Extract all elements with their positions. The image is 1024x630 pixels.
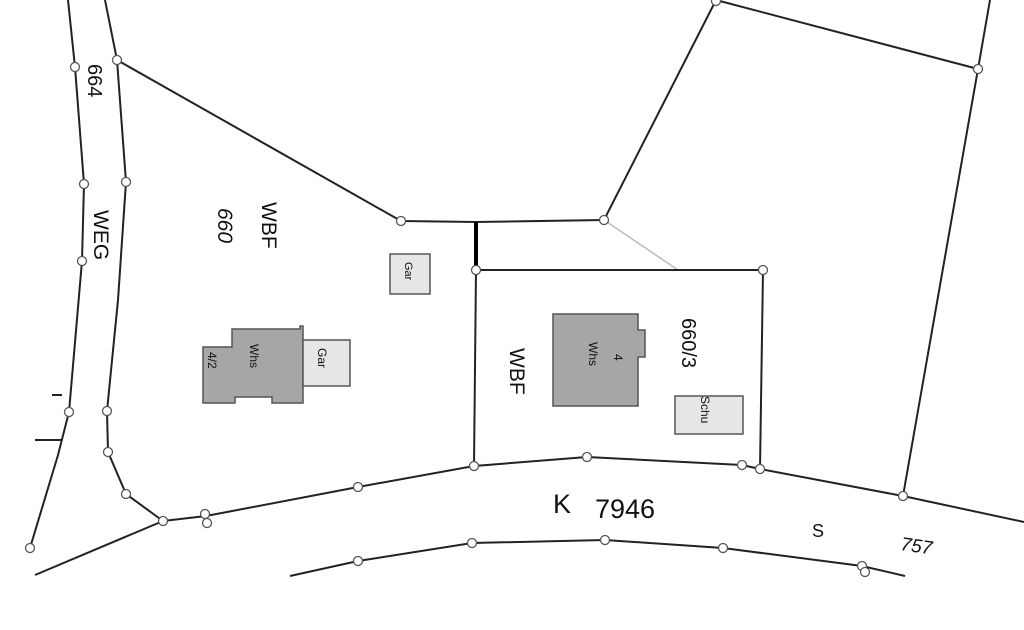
parcel-6603-use-label: WBF [505,348,528,395]
parcel-757-label: 757 [899,534,935,559]
road-south-edge [289,538,906,577]
way-number-label: 664 [83,64,105,97]
way-left-edge [29,0,86,549]
house-1-number-label: 4/2 [205,352,219,369]
parcel-6603-number-label: 660/3 [677,318,699,368]
buildings [202,253,744,435]
garage-2-label: Gar [315,348,329,368]
labels: 664 WEG WBF 660 Gar Whs 4/2 Gar WBF 4 Wh… [83,64,935,560]
boundary-points [24,0,984,578]
shed [674,395,744,435]
way-label: WEG [89,210,112,260]
road-corner-line [34,520,164,576]
house-2-number-label: 4 [611,354,625,361]
auxiliary-line [603,219,679,271]
northeast-boundary [715,0,979,70]
parcel-660-number-label: 660 [213,208,236,243]
garage-1-label: Gar [402,262,414,281]
road-prefix-label: K [553,489,571,519]
road-north-edge-west [162,465,475,522]
boundary-lines [29,0,1024,577]
house-2-type-label: Whs [586,342,600,366]
parcel-660-use-label: WBF [257,202,280,249]
house-4-2 [202,325,304,404]
way-right-edge [104,0,164,522]
house-4 [552,313,646,407]
shed-label: Schu [698,396,712,423]
road-number-label: 7946 [595,494,655,524]
road-code-label: S [812,521,824,541]
garage-2 [302,339,351,387]
garage-1 [389,253,431,295]
east-boundary [902,0,991,497]
road-north-edge-east [759,468,1024,523]
parcel-660-north-boundary [116,0,717,224]
house-1-type-label: Whs [247,344,261,368]
